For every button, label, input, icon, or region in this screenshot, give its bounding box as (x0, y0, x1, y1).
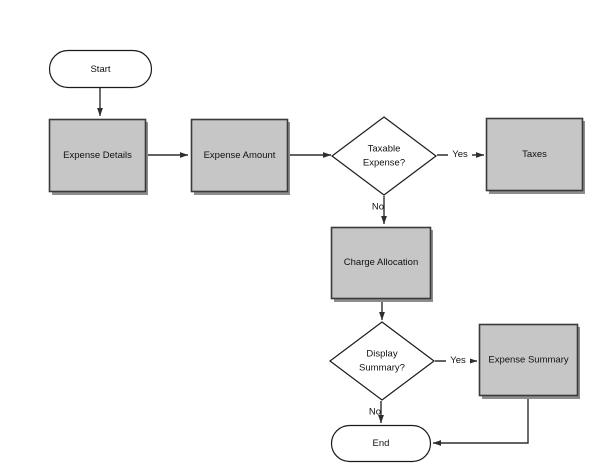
node-taxes[interactable]: Taxes (485, 117, 586, 195)
node-expense-details[interactable]: Expense Details (48, 118, 149, 196)
node-start[interactable]: Start (48, 49, 153, 89)
edge-labels-layer: Yes No Yes No (369, 146, 472, 418)
edge-label-bg-summary-yes (446, 352, 470, 369)
edge-expense-summary-to-end (432, 397, 529, 447)
charge-allocation-shape (330, 226, 432, 300)
node-display-summary[interactable]: Display Summary? (329, 321, 435, 401)
edge-label-summary-yes: Yes (450, 355, 466, 366)
display-summary-label-line1: Display (366, 349, 397, 360)
expense-summary-shape (478, 323, 579, 397)
expense-details-shape (48, 118, 147, 193)
node-taxable-expense[interactable]: Taxable Expense? (331, 116, 437, 196)
node-expense-amount[interactable]: Expense Amount (190, 118, 291, 196)
end-label: End (373, 438, 390, 449)
node-charge-allocation[interactable]: Charge Allocation (330, 226, 434, 303)
node-expense-summary[interactable]: Expense Summary (478, 323, 581, 400)
edge-label-taxable-no: No (372, 202, 384, 213)
display-summary-label-line2: Summary? (359, 363, 405, 374)
taxes-shape (485, 117, 584, 192)
taxable-expense-label-line2: Expense? (363, 158, 405, 169)
expense-details-label: Expense Details (63, 150, 132, 161)
charge-allocation-label: Charge Allocation (344, 257, 418, 268)
edge-label-taxable-yes: Yes (452, 149, 468, 160)
taxable-expense-label-line1: Taxable (368, 144, 401, 155)
start-terminator-shape (48, 49, 153, 89)
expense-summary-label: Expense Summary (488, 355, 569, 366)
end-terminator-shape (330, 424, 432, 463)
taxes-label: Taxes (522, 149, 547, 160)
edge-label-summary-no: No (369, 407, 381, 418)
display-summary-shape (329, 321, 435, 401)
node-end[interactable]: End (330, 424, 432, 463)
edges-layer (97, 88, 529, 447)
expense-amount-label: Expense Amount (204, 150, 276, 161)
expense-amount-shape (190, 118, 289, 193)
edge-label-bg-taxable-yes (448, 146, 472, 163)
start-label: Start (90, 64, 110, 75)
taxable-expense-shape (331, 116, 437, 196)
